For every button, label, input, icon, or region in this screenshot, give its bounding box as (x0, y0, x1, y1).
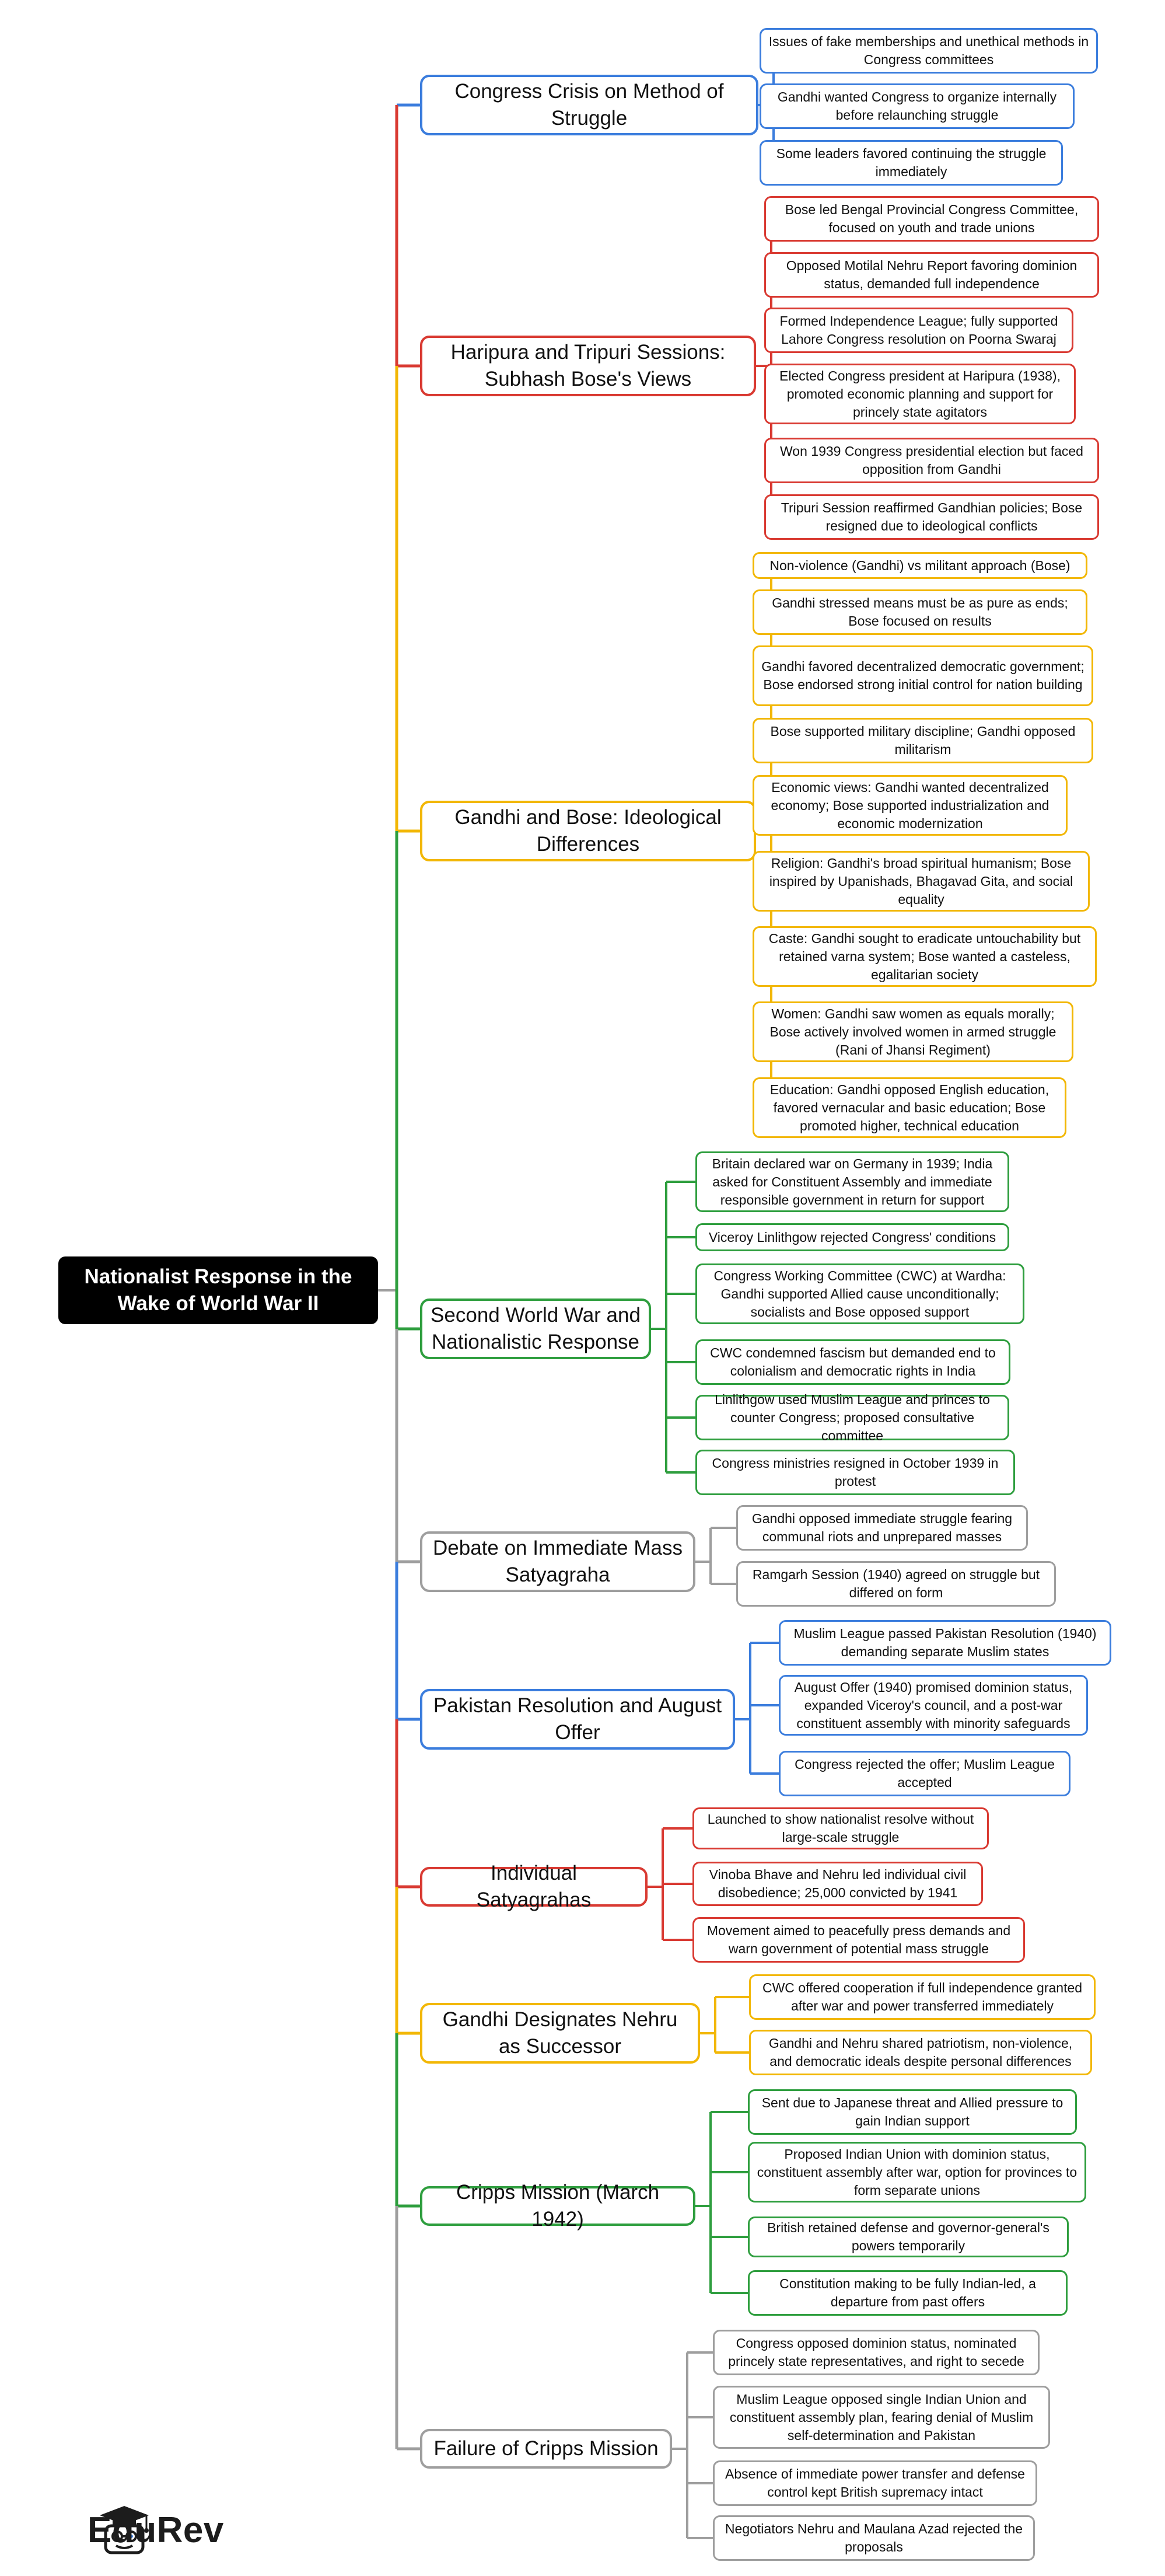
leaf-node: Bose led Bengal Provincial Congress Comm… (764, 196, 1099, 242)
leaf-node: Gandhi wanted Congress to organize inter… (760, 83, 1075, 129)
leaf-node: British retained defense and governor-ge… (748, 2217, 1069, 2257)
root-node: Nationalist Response in the Wake of Worl… (58, 1256, 378, 1324)
leaf-node: Elected Congress president at Haripura (… (764, 364, 1076, 424)
leaf-node: Some leaders favored continuing the stru… (760, 140, 1063, 186)
branch-node: Gandhi and Bose: Ideological Differences (420, 801, 756, 861)
leaf-node: Congress ministries resigned in October … (695, 1450, 1015, 1495)
branch-node: Haripura and Tripuri Sessions: Subhash B… (420, 336, 756, 396)
leaf-node: Tripuri Session reaffirmed Gandhian poli… (764, 494, 1099, 540)
leaf-node: Economic views: Gandhi wanted decentrali… (753, 775, 1068, 836)
leaf-node: Launched to show nationalist resolve wit… (692, 1807, 989, 1849)
branch-node: Debate on Immediate Mass Satyagraha (420, 1531, 695, 1592)
branch-node: Congress Crisis on Method of Struggle (420, 75, 758, 135)
leaf-node: Ramgarh Session (1940) agreed on struggl… (736, 1561, 1056, 1607)
leaf-node: Congress rejected the offer; Muslim Leag… (779, 1751, 1070, 1796)
leaf-node: Education: Gandhi opposed English educat… (753, 1077, 1066, 1138)
branch-node: Failure of Cripps Mission (420, 2429, 672, 2469)
leaf-node: CWC offered cooperation if full independ… (749, 1974, 1096, 2020)
leaf-node: Viceroy Linlithgow rejected Congress' co… (695, 1223, 1009, 1251)
leaf-node: Vinoba Bhave and Nehru led individual ci… (692, 1862, 983, 1906)
leaf-node: Opposed Motilal Nehru Report favoring do… (764, 252, 1099, 298)
leaf-node: August Offer (1940) promised dominion st… (779, 1675, 1088, 1736)
leaf-node: Gandhi stressed means must be as pure as… (753, 589, 1087, 635)
leaf-node: Proposed Indian Union with dominion stat… (748, 2142, 1086, 2202)
leaf-node: Linlithgow used Muslim League and prince… (695, 1392, 1009, 1443)
leaf-node: Congress opposed dominion status, nomina… (713, 2330, 1040, 2375)
branch-node: Gandhi Designates Nehru as Successor (420, 2003, 700, 2064)
leaf-node: Gandhi opposed immediate struggle fearin… (736, 1505, 1028, 1551)
leaf-node: Negotiators Nehru and Maulana Azad rejec… (713, 2515, 1035, 2561)
branch-node: Cripps Mission (March 1942) (420, 2181, 695, 2231)
leaf-node: Absence of immediate power transfer and … (713, 2460, 1037, 2506)
leaf-node: Formed Independence League; fully suppor… (764, 308, 1073, 353)
leaf-node: Issues of fake memberships and unethical… (760, 28, 1098, 74)
brand-name: EduRev (88, 2510, 224, 2550)
leaf-node: Sent due to Japanese threat and Allied p… (748, 2089, 1077, 2135)
leaf-node: CWC condemned fascism but demanded end t… (695, 1339, 1010, 1385)
edurev-logo-icon (100, 2506, 149, 2554)
branch-node: Individual Satyagrahas (420, 1862, 648, 1911)
leaf-node: Gandhi and Nehru shared patriotism, non-… (749, 2030, 1092, 2075)
leaf-node: Gandhi favored decentralized democratic … (753, 645, 1093, 706)
leaf-node: Women: Gandhi saw women as equals morall… (753, 1001, 1073, 1062)
leaf-node: Muslim League passed Pakistan Resolution… (779, 1620, 1111, 1666)
leaf-node: Religion: Gandhi's broad spiritual human… (753, 851, 1090, 912)
leaf-node: Caste: Gandhi sought to eradicate untouc… (753, 926, 1097, 987)
leaf-node: Muslim League opposed single Indian Unio… (713, 2386, 1050, 2449)
branch-node: Pakistan Resolution and August Offer (420, 1689, 735, 1750)
leaf-node: Britain declared war on Germany in 1939;… (695, 1151, 1009, 1212)
leaf-node: Won 1939 Congress presidential election … (764, 438, 1099, 483)
leaf-node: Congress Working Committee (CWC) at Ward… (695, 1263, 1024, 1324)
leaf-node: Non-violence (Gandhi) vs militant approa… (753, 552, 1087, 579)
leaf-node: Bose supported military discipline; Gand… (753, 718, 1093, 763)
leaf-node: Constitution making to be fully Indian-l… (748, 2270, 1068, 2316)
branch-node: Second World War and Nationalistic Respo… (420, 1299, 651, 1359)
leaf-node: Movement aimed to peacefully press deman… (692, 1917, 1025, 1963)
